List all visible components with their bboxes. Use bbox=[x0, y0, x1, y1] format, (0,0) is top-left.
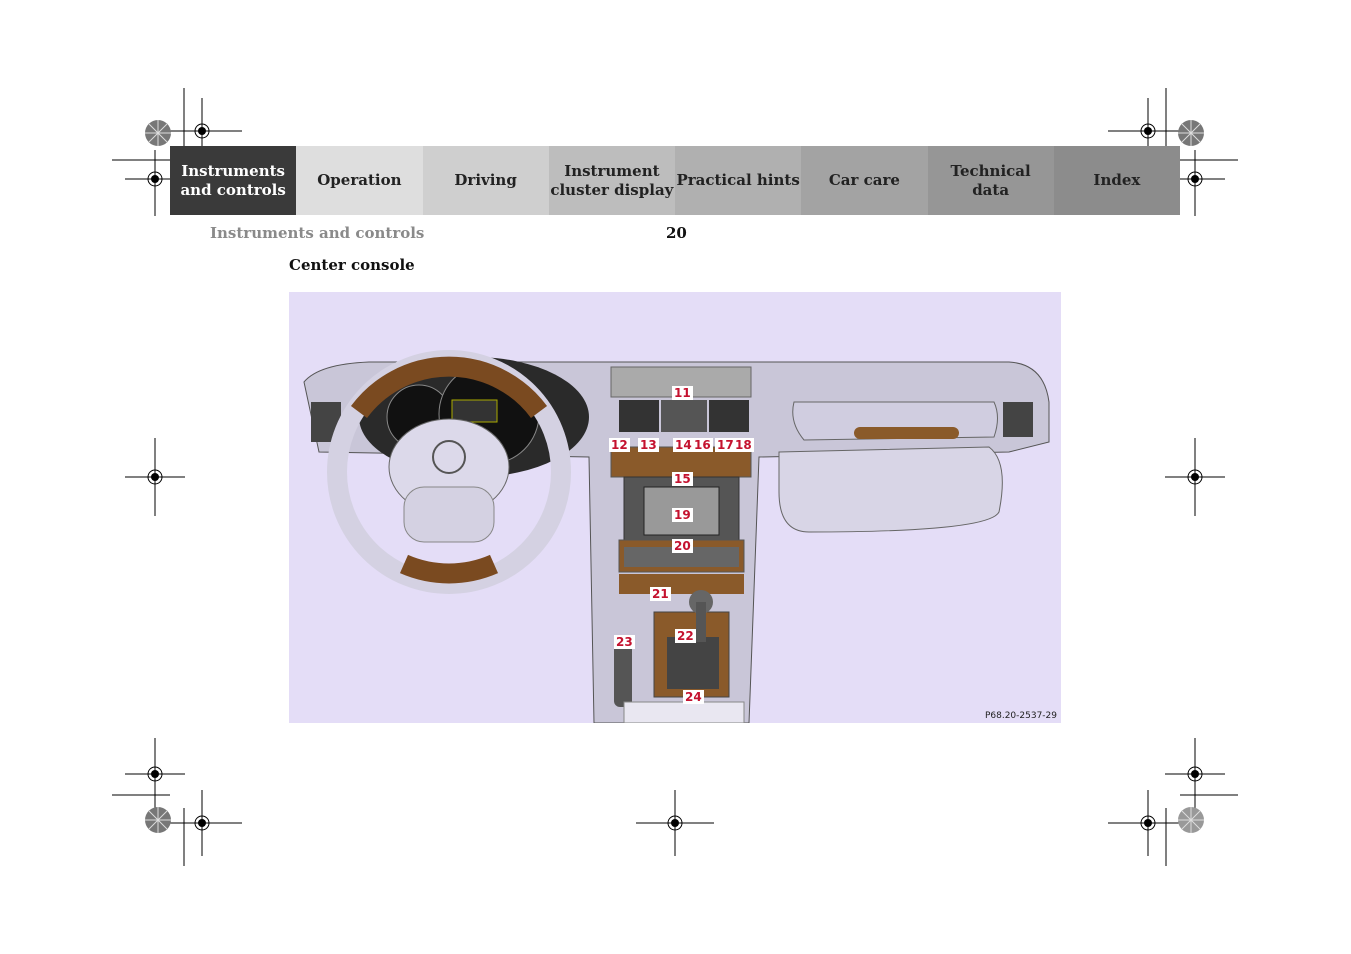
callout-18: 18 bbox=[733, 438, 754, 452]
callout-14: 14 bbox=[673, 438, 694, 452]
tab-0[interactable]: Instruments and controls bbox=[170, 146, 297, 215]
callout-13: 13 bbox=[638, 438, 659, 452]
figure-code: P68.20-2537-29 bbox=[984, 711, 1057, 721]
tab-3[interactable]: Instrument cluster display bbox=[548, 146, 675, 215]
callout-24: 24 bbox=[683, 690, 704, 704]
callout-11: 11 bbox=[672, 386, 693, 400]
callout-20: 20 bbox=[672, 539, 693, 553]
tab-6[interactable]: Technical data bbox=[927, 146, 1054, 215]
tab-2[interactable]: Driving bbox=[422, 146, 549, 215]
callout-23: 23 bbox=[614, 635, 635, 649]
callout-15: 15 bbox=[672, 472, 693, 486]
callout-21: 21 bbox=[650, 587, 671, 601]
callout-22: 22 bbox=[675, 629, 696, 643]
tab-4[interactable]: Practical hints bbox=[675, 146, 802, 215]
section-title: Center console bbox=[289, 256, 415, 274]
tab-5[interactable]: Car care bbox=[801, 146, 928, 215]
running-header-section: Instruments and controls bbox=[210, 224, 425, 242]
page-number: 20 bbox=[666, 224, 687, 242]
tab-7[interactable]: Index bbox=[1053, 146, 1180, 215]
tab-1[interactable]: Operation bbox=[296, 146, 423, 215]
callout-16: 16 bbox=[692, 438, 713, 452]
callout-17: 17 bbox=[715, 438, 736, 452]
callout-19: 19 bbox=[672, 508, 693, 522]
callout-12: 12 bbox=[609, 438, 630, 452]
